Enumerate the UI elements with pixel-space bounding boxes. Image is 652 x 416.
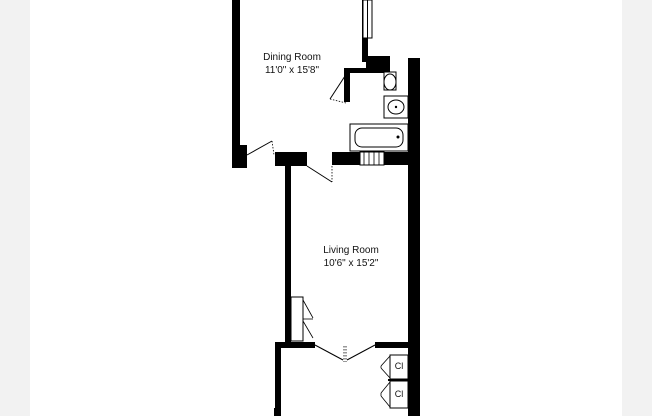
dining-room-dimensions: 11'0" x 15'8" <box>264 65 320 76</box>
closet-label-upper: Cl <box>394 361 404 371</box>
bathroom-vent <box>359 151 385 166</box>
bathroom-left-wall <box>344 68 350 102</box>
dining-room-name: Dining Room <box>263 52 321 63</box>
living-room-name: Living Room <box>323 245 379 256</box>
exterior-right-wall <box>408 58 420 416</box>
plan-background <box>30 0 622 416</box>
living-bottom-wall-left <box>275 342 315 348</box>
dining-room-label: Dining Room 11'0" x 15'8" <box>222 51 362 77</box>
window <box>362 0 373 39</box>
living-room-label: Living Room 10'6" x 15'2" <box>281 244 421 270</box>
living-left-wall <box>285 166 291 346</box>
closet-upper <box>380 354 409 380</box>
bathtub-icon <box>349 123 409 152</box>
dining-left-wall-corner <box>232 145 247 168</box>
closet-label-lower: Cl <box>394 389 404 399</box>
bathroom-door-leaf <box>329 75 346 100</box>
double-door <box>314 344 376 362</box>
wall-stub <box>274 408 280 416</box>
toilet-icon <box>383 71 397 91</box>
dining-door-leaf <box>246 140 273 156</box>
partition-wall-left <box>275 152 307 166</box>
closet-divider <box>388 379 410 381</box>
living-room-dimensions: 10'6" x 15'2" <box>323 258 379 269</box>
closet-lower <box>380 380 409 409</box>
shelf-unit <box>290 296 314 342</box>
sink-icon <box>383 95 409 119</box>
lower-left-wall <box>275 342 281 416</box>
bathroom-top-wall <box>344 68 384 73</box>
living-bottom-wall-right <box>375 342 410 348</box>
dining-left-wall <box>232 0 240 168</box>
living-door-leaf <box>306 165 333 183</box>
